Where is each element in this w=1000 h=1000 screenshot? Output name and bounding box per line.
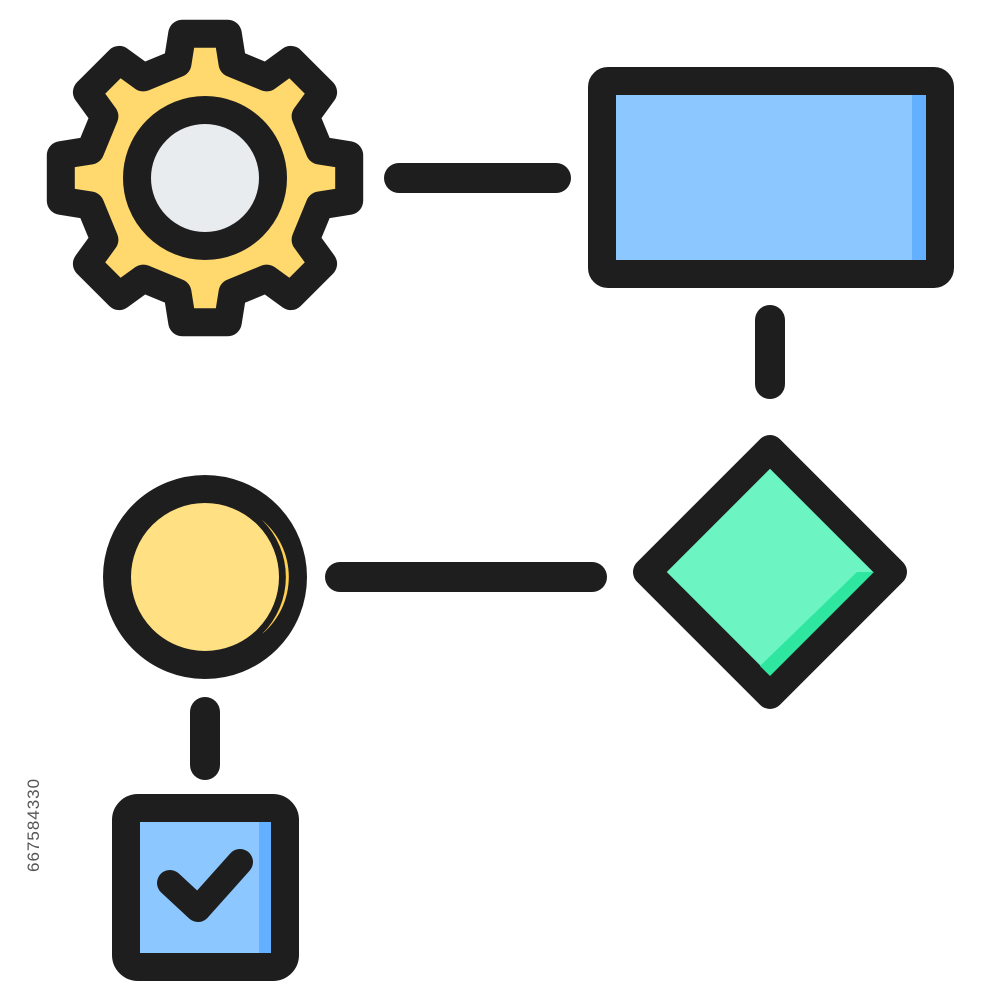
gear-hub xyxy=(123,96,287,260)
process-rectangle-shade xyxy=(912,95,926,260)
done-square-shade xyxy=(259,822,271,953)
decision-diamond-shade xyxy=(760,572,874,676)
done-square xyxy=(112,794,299,981)
image-id-label: 667584330 xyxy=(24,777,43,872)
start-circle xyxy=(103,475,307,679)
gear-icon xyxy=(46,19,364,337)
decision-diamond xyxy=(633,435,907,709)
checkmark-icon xyxy=(157,849,253,922)
start-circle-shade xyxy=(262,520,289,634)
process-rectangle xyxy=(588,67,954,288)
